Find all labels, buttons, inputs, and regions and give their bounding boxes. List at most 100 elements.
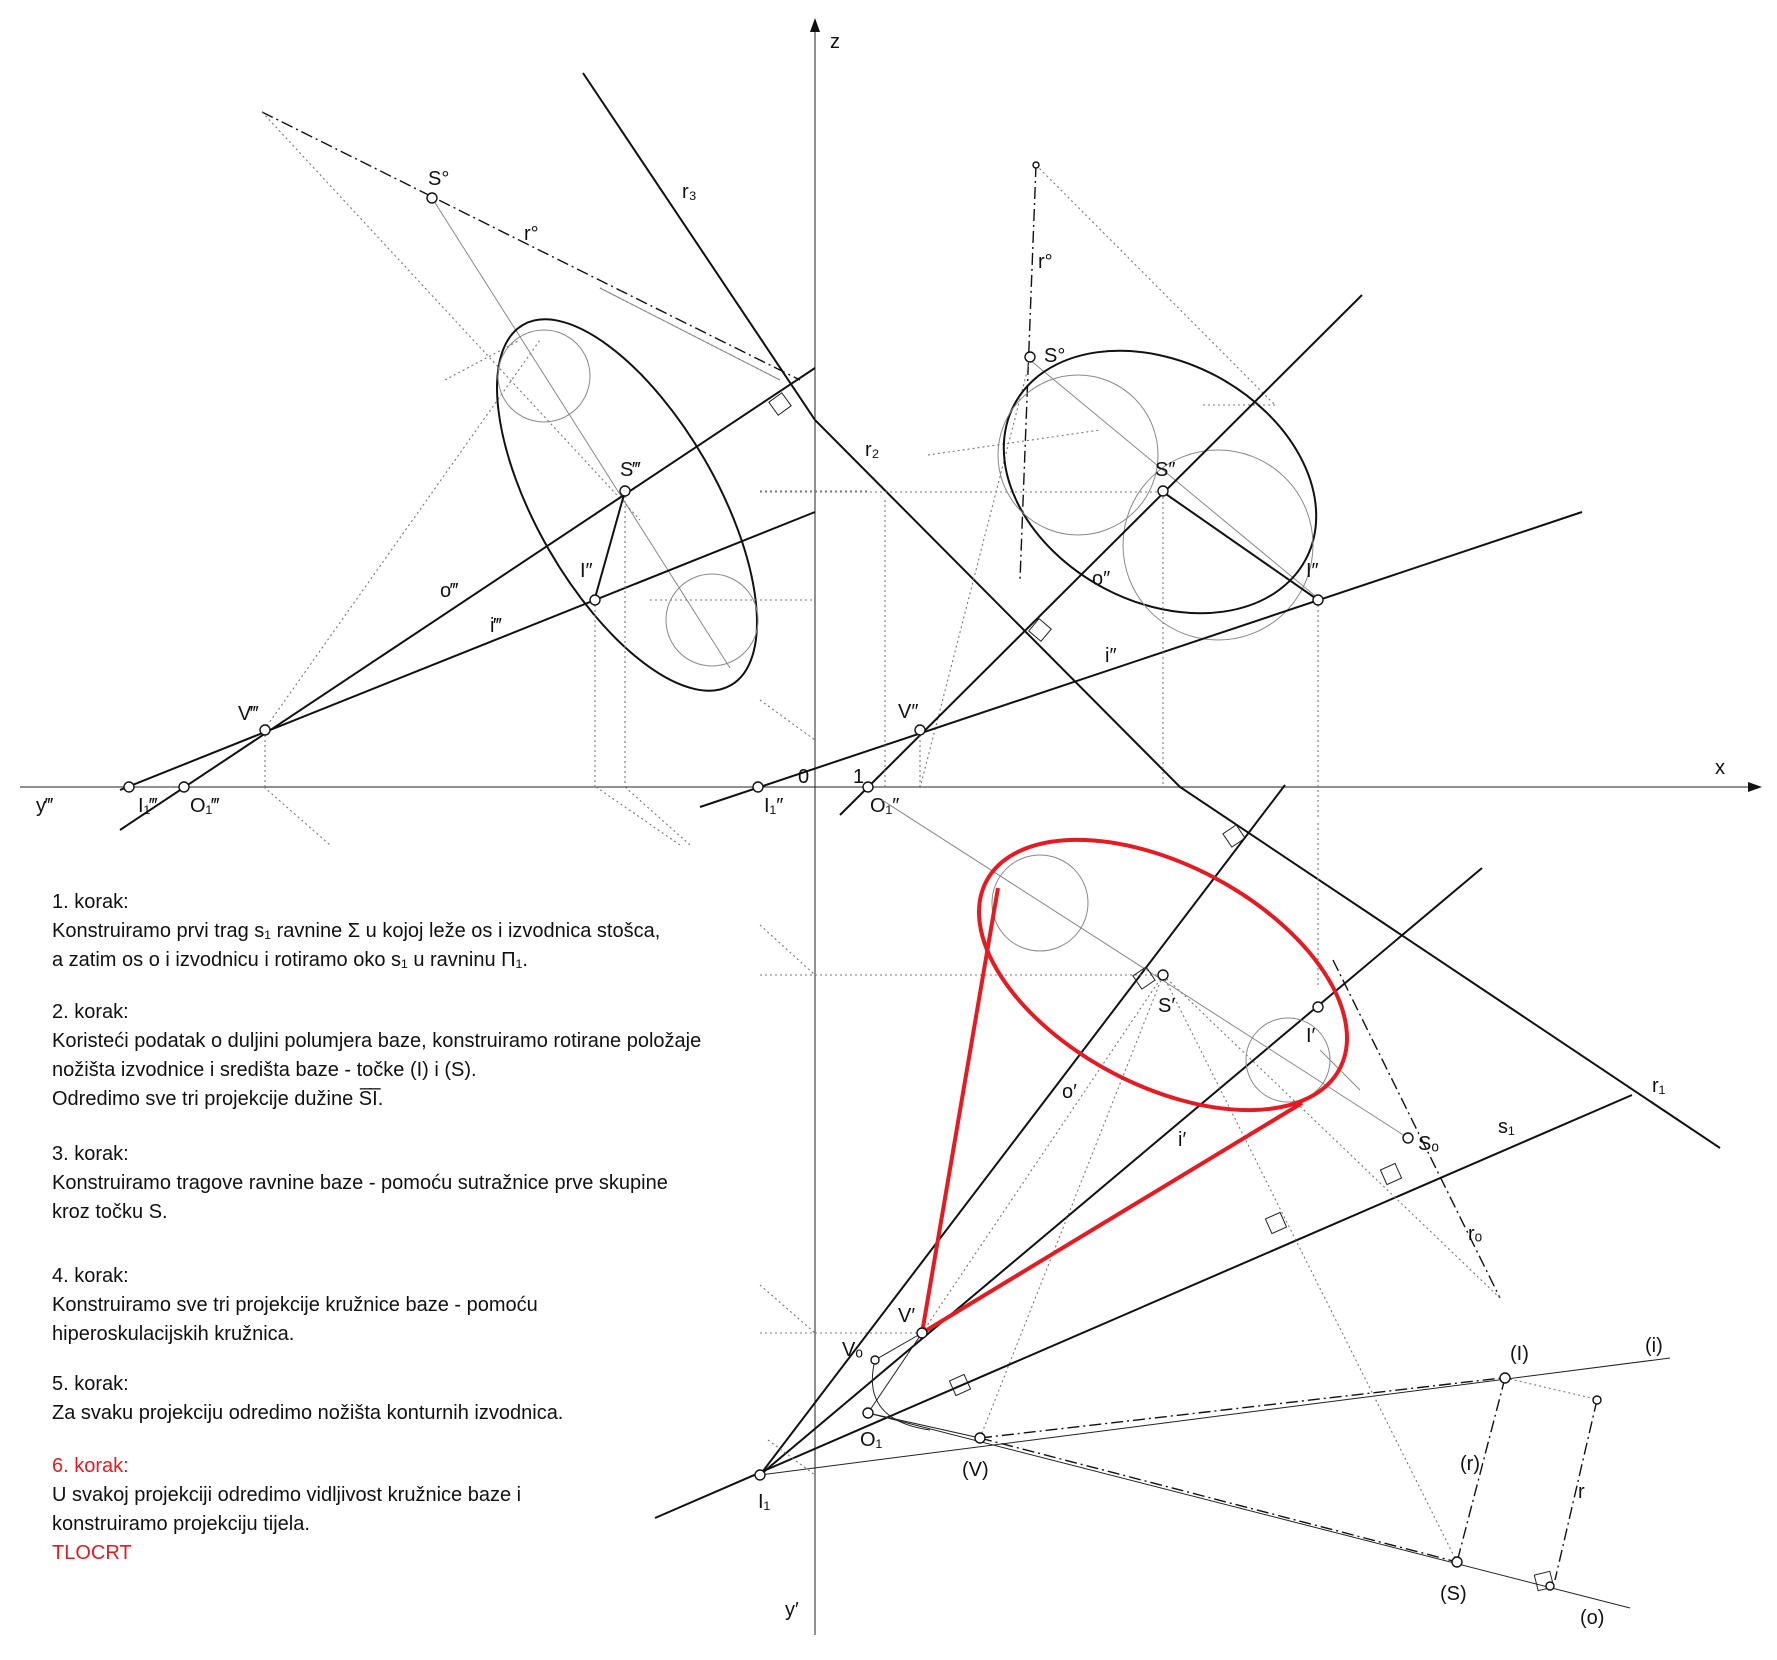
I1pt-label: I₁ — [758, 1491, 771, 1513]
construction-dotted — [979, 974, 1164, 1439]
S2o-label: S° — [1044, 345, 1065, 367]
V1-label: V′ — [898, 1305, 915, 1327]
z-axis-arrow — [810, 18, 820, 32]
osculating-circle — [997, 374, 1159, 536]
recall-dotted — [595, 786, 681, 846]
rotated-i-line — [759, 1357, 1671, 1476]
point-construction — [1032, 161, 1040, 169]
front-generator-i2 — [699, 511, 1583, 808]
front-axis-o2 — [839, 294, 1363, 816]
rotated-r-dashdot — [1456, 1377, 1506, 1563]
construction-dotted — [263, 339, 541, 731]
front-view: r° S° S″ I″ o″ i″ V″ I₁″ O₁″ — [699, 161, 1583, 820]
r3o-label: r° — [524, 223, 539, 245]
rotation-arc — [871, 1359, 931, 1431]
construction-dotted — [921, 974, 1164, 1334]
right-angle-mark — [1132, 966, 1156, 990]
stub-dotted — [759, 699, 816, 741]
I3-label: I″ — [580, 560, 593, 582]
o1-label: o′ — [1062, 1081, 1077, 1103]
z-axis-label: z — [830, 31, 840, 53]
r-label: r — [1578, 1481, 1585, 1503]
r-length-dashdot — [1554, 1399, 1598, 1581]
point-O1 — [862, 1407, 874, 1419]
stub-dotted — [759, 924, 816, 976]
side-axis-o3 — [119, 367, 816, 831]
contour-generator — [920, 1101, 1304, 1335]
point-construction — [1592, 1395, 1602, 1405]
S2-label: S″ — [1155, 459, 1175, 481]
right-angle-mark — [1028, 618, 1052, 642]
construction-dotted — [919, 359, 1031, 789]
point-S-rotated — [1451, 1556, 1463, 1568]
side-axis-line — [431, 197, 731, 669]
V2-label: V″ — [898, 701, 918, 723]
construction-dotted — [1504, 1377, 1601, 1401]
point-V3 — [259, 724, 271, 736]
top-radius-line — [881, 799, 1409, 1139]
right-angle-mark — [1533, 1570, 1555, 1592]
point-S1 — [1157, 969, 1169, 981]
O1-2-label: O₁″ — [870, 795, 899, 817]
point-V2 — [914, 724, 926, 736]
point-V-rotated — [974, 1432, 986, 1444]
S3o-label: S° — [428, 168, 449, 190]
construction-dotted — [261, 111, 641, 521]
ro-dashdot-line — [1332, 959, 1501, 1299]
I1-3-label: I₁‴ — [138, 795, 158, 817]
point-Vo — [870, 1355, 880, 1365]
side-generator-i3 — [119, 511, 816, 791]
stub-dotted — [767, 1439, 816, 1476]
construction-dotted — [927, 429, 1101, 456]
y1-axis-label: y′ — [785, 1599, 799, 1621]
point-S3o — [426, 192, 438, 204]
Sr-label: (S) — [1440, 1583, 1467, 1605]
Ir-label: (I) — [1510, 1343, 1529, 1365]
rotated-o-line — [867, 1412, 1631, 1609]
osculating-circle — [1245, 1017, 1331, 1103]
side-base-ellipse — [496, 318, 758, 692]
r3-label: r₃ — [682, 181, 697, 203]
construction-dotted — [1162, 974, 1501, 1299]
projection-stubs — [759, 699, 816, 1476]
vertex-segment — [867, 1412, 981, 1439]
x-axis-label: x — [1715, 757, 1725, 779]
side-view: S° r° S‴ I″ o‴ i‴ V‴ I₁‴ O₁‴ — [119, 111, 870, 846]
point-I1-3 — [123, 781, 135, 793]
I1-2-label: I₁″ — [764, 795, 783, 817]
o2-label: o″ — [1092, 568, 1110, 590]
construction-line — [599, 287, 781, 381]
Vo-label: Vₒ — [842, 1339, 863, 1361]
S3-label: S‴ — [620, 459, 641, 481]
top-base-ellipse-visible — [977, 837, 1349, 1113]
r3o-dashdot-line — [261, 111, 801, 381]
top-axis-o1 — [759, 784, 1286, 1476]
construction-dotted — [1035, 164, 1276, 406]
O1-3-label: O₁‴ — [190, 795, 220, 817]
trace-s1 — [654, 1094, 1633, 1519]
rotated-i-dashdot — [979, 1377, 1503, 1439]
point-I1-2 — [752, 781, 764, 793]
vertex-segment — [867, 1332, 923, 1414]
osculating-circle — [991, 854, 1089, 952]
point-So — [1402, 1132, 1414, 1144]
front-segment-SI — [1162, 491, 1319, 601]
right-angle-mark — [1379, 1162, 1403, 1186]
point-I1-trace — [754, 1469, 766, 1481]
recall-dotted — [624, 786, 691, 846]
construction-dotted — [444, 339, 521, 381]
y3-axis-label: y‴ — [36, 795, 54, 817]
point-S2 — [1157, 485, 1169, 497]
point-construction — [1545, 1581, 1555, 1591]
top-view: S′ I′ o′ i′ Sₒ s₁ rₒ V′ Vₒ O₁ I₁ (V) (I)… — [654, 784, 1671, 1629]
right-angle-mark — [1222, 824, 1246, 848]
O1-label: O₁ — [860, 1429, 883, 1451]
Vr-label: (V) — [962, 1459, 989, 1481]
osculating-circle — [665, 573, 759, 667]
V3-label: V‴ — [238, 703, 259, 725]
front-base-ellipse — [1002, 349, 1318, 615]
point-I3 — [589, 594, 601, 606]
origin-label: 0 — [798, 766, 809, 788]
point-V1 — [916, 1327, 928, 1339]
point-I2 — [1312, 594, 1324, 606]
